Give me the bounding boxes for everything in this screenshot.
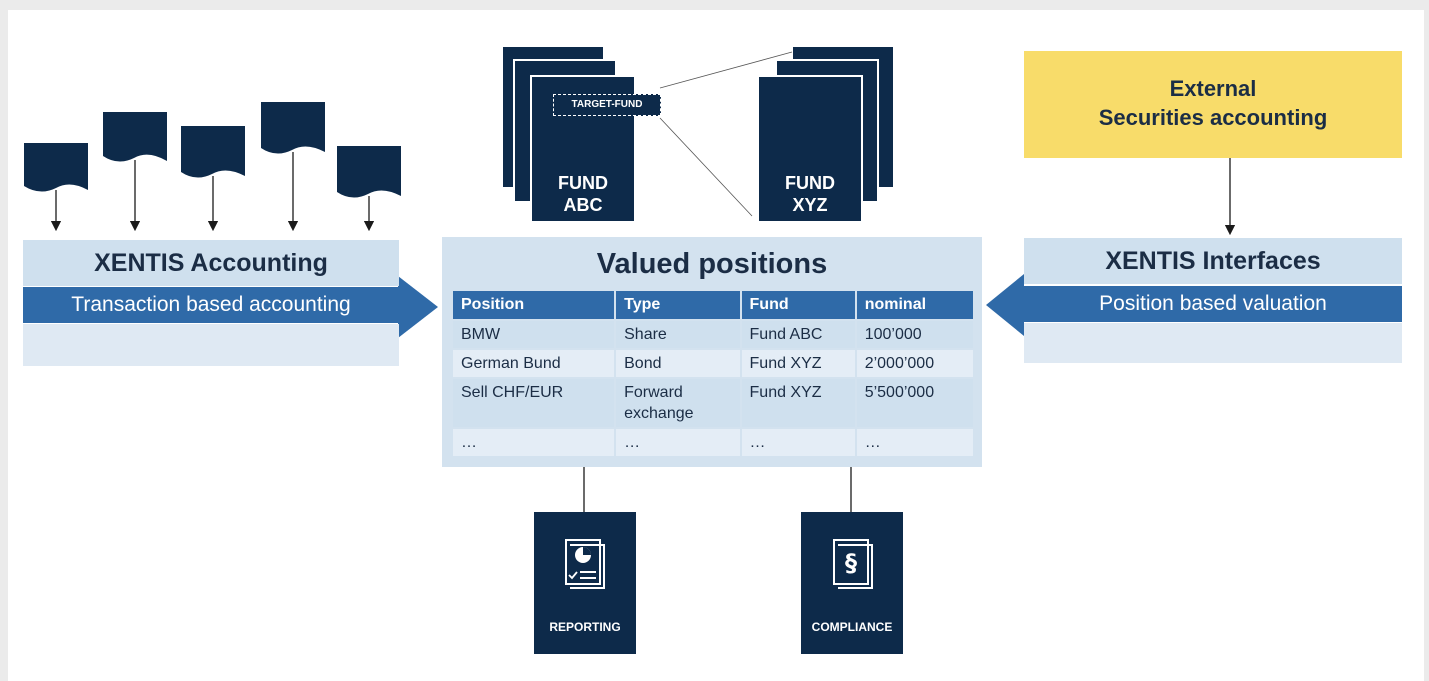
document-icon	[261, 102, 325, 154]
document-icon	[24, 143, 88, 192]
report-chart-icon	[565, 539, 605, 589]
accounting-band: Transaction based accounting	[23, 287, 399, 323]
fund-xyz-label: FUND XYZ	[758, 172, 862, 216]
table-cell: Fund XYZ	[741, 379, 855, 427]
interfaces-band: Position based valuation	[1024, 286, 1402, 322]
accounting-title-box: XENTIS Accounting	[23, 240, 399, 286]
table-cell: Fund ABC	[741, 321, 855, 348]
table-cell: Bond	[616, 350, 740, 377]
table-cell: Sell CHF/EUR	[453, 379, 615, 427]
compliance-card-label: COMPLIANCE	[811, 620, 893, 634]
arrow-right-icon	[398, 276, 438, 338]
table-cell: Forward exchange	[616, 379, 740, 427]
section-law-icon: §	[833, 539, 873, 589]
document-connectors	[50, 152, 375, 232]
table-cell: Fund XYZ	[741, 350, 855, 377]
external-title-line1: External	[1169, 76, 1257, 101]
arrow-left-icon	[986, 274, 1024, 336]
fund-xyz-line1: FUND	[785, 173, 835, 193]
table-cell: …	[741, 429, 855, 456]
interfaces-band-label: Position based valuation	[1099, 292, 1327, 315]
fund-xyz-line2: XYZ	[792, 195, 828, 215]
table-row: German Bund Bond Fund XYZ 2’000’000	[453, 350, 973, 377]
table-cell: 5’500’000	[856, 379, 973, 427]
fund-abc-stack	[501, 45, 636, 223]
table-cell: BMW	[453, 321, 615, 348]
column-header: nominal	[856, 291, 973, 319]
table-cell: 2’000’000	[856, 350, 973, 377]
table-cell: …	[453, 429, 615, 456]
fund-abc-label: FUND ABC	[531, 172, 635, 216]
table-row: BMW Share Fund ABC 100’000	[453, 321, 973, 348]
document-icon	[103, 112, 167, 162]
document-icon	[337, 146, 401, 198]
table-row: Sell CHF/EUR Forward exchange Fund XYZ 5…	[453, 379, 973, 427]
target-fund-tag: TARGET-FUND	[553, 94, 661, 116]
positions-table: Position Type Fund nominal BMW Share Fun…	[451, 289, 975, 458]
accounting-footer-box	[23, 324, 399, 366]
reporting-card-label: REPORTING	[549, 620, 621, 634]
fund-abc-line1: FUND	[558, 173, 608, 193]
table-cell: German Bund	[453, 350, 615, 377]
fund-abc-line2: ABC	[563, 195, 603, 215]
table-cell: …	[856, 429, 973, 456]
column-header: Fund	[741, 291, 855, 319]
external-title-line2: Securities accounting	[1098, 105, 1328, 130]
table-header-row: Position Type Fund nominal	[453, 291, 973, 319]
valued-positions-title: Valued positions	[596, 248, 828, 280]
accounting-title: XENTIS Accounting	[94, 249, 328, 277]
interfaces-footer-box	[1024, 323, 1402, 363]
svg-text:§: §	[845, 549, 857, 577]
column-header: Position	[453, 291, 615, 319]
table-row: … … … …	[453, 429, 973, 456]
document-icon	[181, 126, 245, 178]
fund-xyz-stack	[757, 45, 895, 223]
external-box-bg	[1024, 51, 1402, 158]
external-box-title: External Securities accounting	[1024, 74, 1402, 132]
table-cell: …	[616, 429, 740, 456]
column-header: Type	[616, 291, 740, 319]
accounting-band-label: Transaction based accounting	[71, 293, 351, 316]
target-fund-lines	[659, 51, 793, 217]
interfaces-title: XENTIS Interfaces	[1105, 247, 1321, 275]
table-cell: 100’000	[856, 321, 973, 348]
interfaces-title-box: XENTIS Interfaces	[1024, 238, 1402, 284]
table-cell: Share	[616, 321, 740, 348]
